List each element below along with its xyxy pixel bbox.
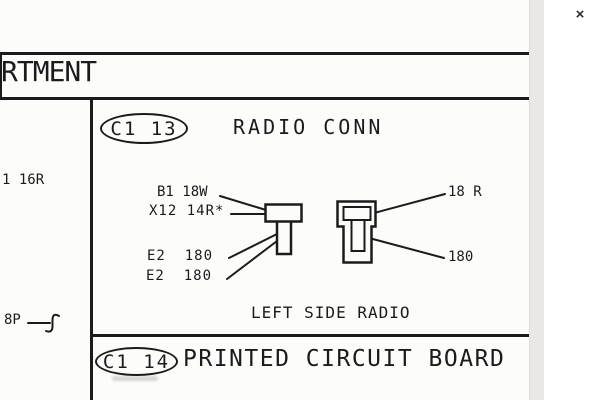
section-left-border xyxy=(90,97,93,400)
vertical-scrollbar[interactable] xyxy=(529,0,544,400)
wire-label-18r: 18 R xyxy=(448,184,482,200)
callout-c1-14-text: C1 14 xyxy=(102,350,171,373)
connector-left-t-plug xyxy=(264,203,303,256)
callout-oval-c1-13: C1 13 xyxy=(100,113,188,144)
scan-smudge-artifact xyxy=(112,376,158,381)
wire-label-x12-14r: X12 14R* xyxy=(149,203,225,219)
pcb-section-title: PRINTED CIRCUIT BOARD xyxy=(183,346,506,372)
header-band-bottom-line xyxy=(0,97,529,100)
radio-conn-title: RADIO CONN xyxy=(233,115,384,139)
wire-label-e2-180-lower: E2 180 xyxy=(146,268,213,284)
section-divider-line xyxy=(90,334,529,337)
wire-label-180: 180 xyxy=(448,249,474,265)
right-panel xyxy=(544,0,605,400)
compartment-header-text: RTMENT xyxy=(1,55,97,88)
callout-oval-c1-14: C1 14 xyxy=(95,347,178,376)
close-button[interactable]: × xyxy=(569,3,591,25)
callout-c1-13-text: C1 13 xyxy=(110,117,178,140)
header-band-left-edge xyxy=(0,52,2,100)
wire-label-b1-18w: B1 18W xyxy=(157,184,208,200)
header-band-top-line xyxy=(0,52,529,55)
wire-label-e2-180-upper: E2 180 xyxy=(147,248,214,264)
left-side-radio-caption: LEFT SIDE RADIO xyxy=(251,303,411,322)
wiring-diagram-page: RTMENT 1 16R 8P C1 13 RADIO CONN B1 18W … xyxy=(0,52,529,400)
connector-right-t-plug xyxy=(336,200,377,264)
wire-label-16r: 1 16R xyxy=(2,172,45,188)
wire-label-8p: 8P xyxy=(4,312,21,328)
close-icon: × xyxy=(575,5,585,23)
